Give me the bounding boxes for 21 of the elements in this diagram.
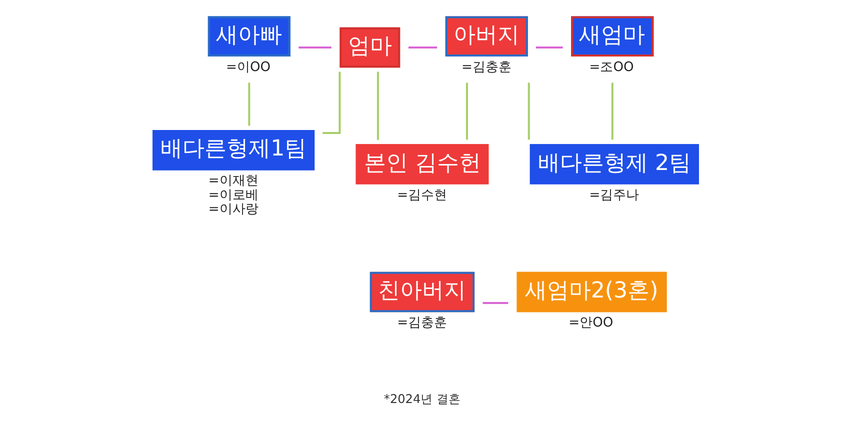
connector: [408, 46, 437, 48]
connector: [322, 72, 340, 134]
connector: [466, 82, 468, 140]
node-label: =김수현: [396, 188, 447, 203]
node-label: =김충훈: [396, 316, 447, 331]
connector: [535, 46, 562, 48]
node-label: =이로베: [208, 188, 258, 203]
node-label: =이사랑: [208, 202, 258, 217]
connector: [482, 302, 508, 304]
connector: [527, 82, 530, 140]
node-label: =조OO: [588, 60, 634, 76]
label: *2024년 결혼: [383, 392, 460, 406]
connector: [376, 72, 378, 140]
connector: [610, 82, 613, 140]
connector: [248, 82, 250, 126]
node-label: =김충훈: [460, 60, 511, 76]
node-label: =이재현: [208, 174, 258, 189]
node-label: =김주나: [588, 188, 639, 203]
connector: [298, 46, 331, 48]
node-label: =이OO: [226, 60, 270, 76]
node-label: =안OO: [568, 316, 613, 331]
